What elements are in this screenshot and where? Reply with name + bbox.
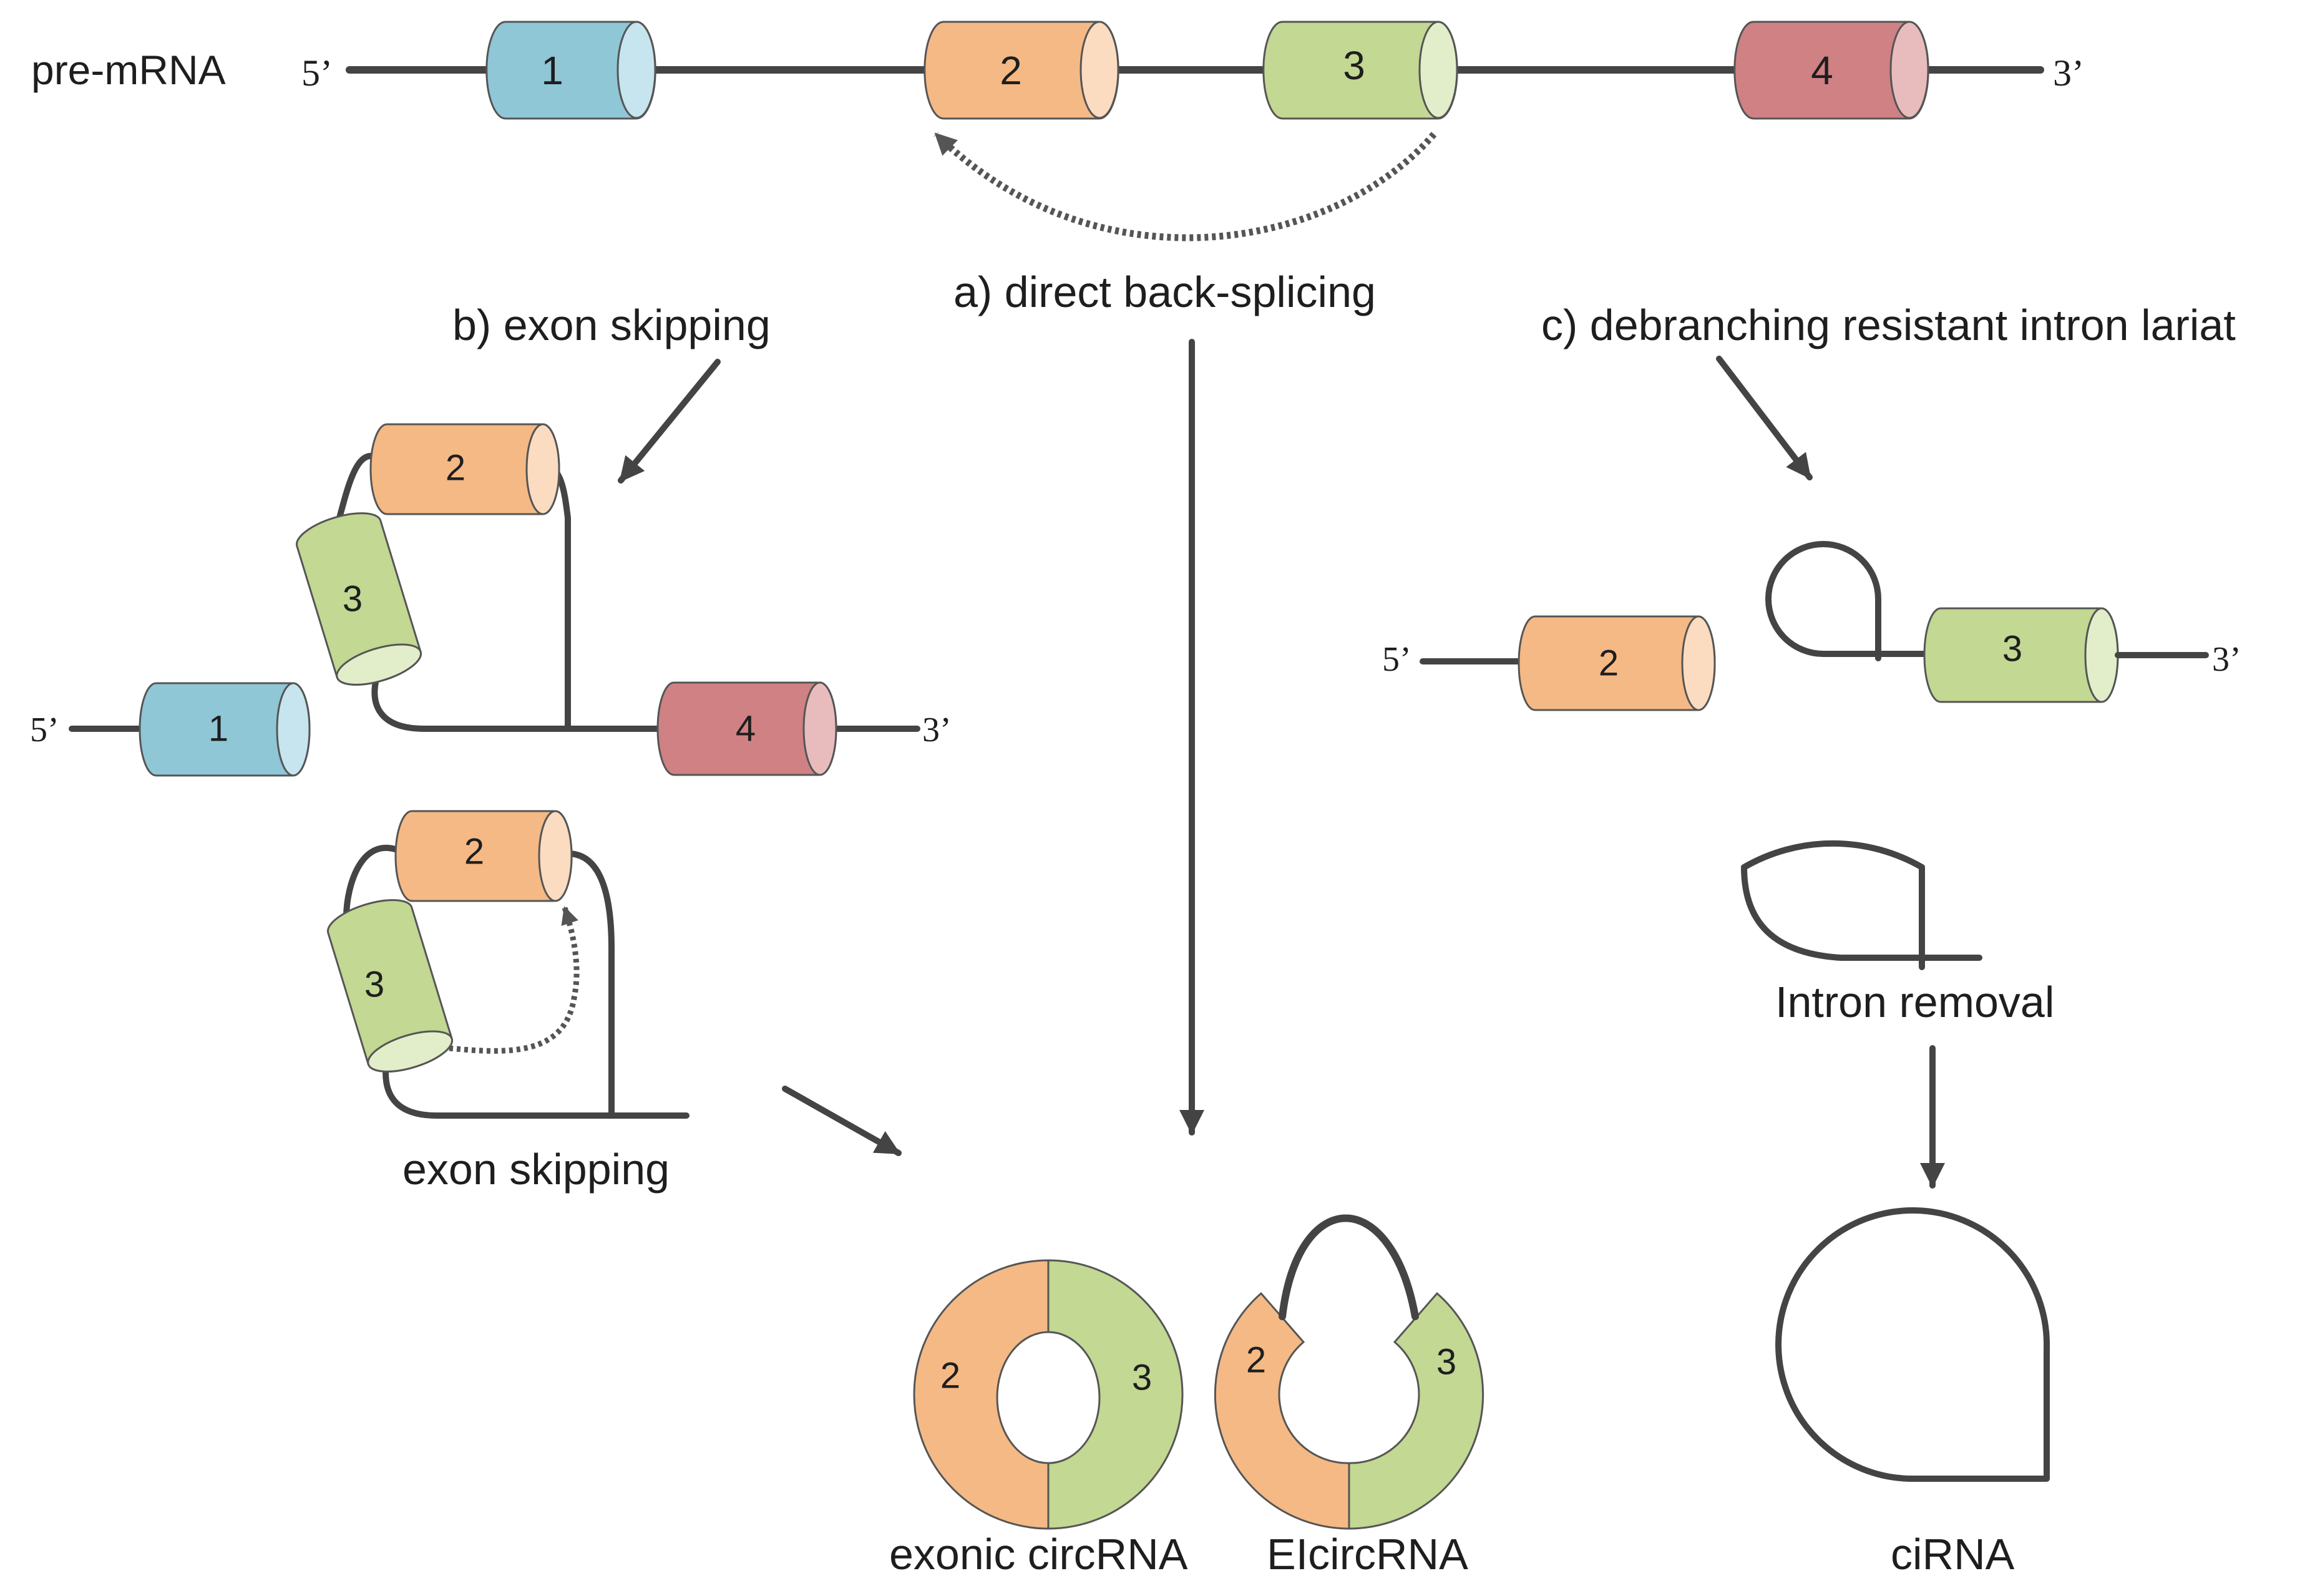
exon-skipping-arrow: [618, 359, 721, 484]
lariat-structure: 5’ 2 3 3’: [1382, 541, 2241, 711]
exon-3-cylinder-d: 3: [1923, 607, 2119, 703]
exon-2-label: 2: [1000, 48, 1022, 93]
eicircrna-intron-loop: [1279, 1214, 1419, 1320]
exon-4-label: 4: [1811, 48, 1833, 93]
exon-4-cylinder-b: 4: [656, 681, 837, 776]
exon-3-label-c: 3: [364, 965, 384, 1005]
exon-skipping-label: exon skipping: [402, 1145, 670, 1194]
exon-skipping-structure-lower: 2 3: [326, 810, 690, 1119]
five-prime-label: 5’: [301, 52, 333, 94]
skip-splice-arrow: [449, 906, 580, 1054]
back-splice-arrow: [933, 132, 1437, 241]
exon-3-cylinder-c: [326, 899, 454, 1073]
eicircrna-label: EIcircRNA: [1267, 1530, 1468, 1579]
exon-1-label-b: 1: [208, 709, 228, 749]
exon-3-cylinder-b: [295, 512, 422, 686]
three-prime-label-b: 3’: [922, 711, 952, 749]
exon-2-cylinder-d: 2: [1518, 615, 1716, 711]
intron-lariat-loop: [1765, 541, 1944, 661]
debranching-label: c) debranching resistant intron lariat: [1541, 301, 2236, 349]
exon-skipping-structure-upper: 1 2 3 4 5’ 3’: [30, 423, 952, 777]
exon-4-label-b: 4: [736, 709, 756, 749]
five-prime-label-c: 5’: [1382, 640, 1411, 679]
intron-removal-label: Intron removal: [1775, 978, 2054, 1026]
exon-1-label: 1: [541, 48, 563, 93]
debranching-arrow: [1716, 356, 1813, 480]
exon-3-cylinder: 3: [1262, 21, 1458, 120]
exon-2-label-c: 2: [464, 832, 484, 872]
exon-1-cylinder-b: 1: [139, 682, 311, 777]
three-prime-label: 3’: [2053, 52, 2084, 94]
circ-exon-3-label: 3: [1132, 1358, 1152, 1398]
exon-1-cylinder: 1: [485, 21, 656, 120]
eicirc-exon-2-label: 2: [1246, 1340, 1266, 1381]
pre-mrna-strand: pre-mRNA 5’ 1 2 3 4 3’: [31, 21, 2084, 120]
exon-3-label-b: 3: [343, 579, 363, 620]
circ-exon-2-label: 2: [940, 1356, 960, 1396]
exon-3-label-d: 3: [2002, 629, 2022, 669]
exon-skipping-to-circ-arrow: [782, 1086, 902, 1156]
exon-4-cylinder: 4: [1733, 21, 1929, 120]
exon-2-cylinder: 2: [924, 21, 1119, 120]
cirna-loop: [1775, 1207, 2050, 1482]
exon-2-cylinder-b: 2: [369, 423, 560, 515]
eicircrna: 2 3: [1214, 1214, 1484, 1530]
exonic-circrna-label: exonic circRNA: [889, 1530, 1188, 1579]
exonic-circrna: 2 3: [913, 1259, 1184, 1530]
direct-back-splicing-label: a) direct back-splicing: [953, 268, 1376, 316]
exon-2-label-d: 2: [1599, 643, 1619, 684]
five-prime-label-b: 5’: [30, 711, 59, 749]
three-prime-label-d: 3’: [2212, 640, 2241, 679]
eicirc-exon-3-label: 3: [1436, 1342, 1456, 1383]
exon-3-label: 3: [1343, 43, 1365, 88]
exon-skipping-b-label: b) exon skipping: [452, 301, 771, 349]
exon-2-label-b: 2: [446, 448, 465, 489]
excised-lariat: [1741, 840, 1982, 970]
cirna-label: ciRNA: [1891, 1530, 2015, 1579]
exon-2-cylinder-c: 2: [394, 810, 573, 902]
pre-mrna-label: pre-mRNA: [31, 47, 226, 93]
